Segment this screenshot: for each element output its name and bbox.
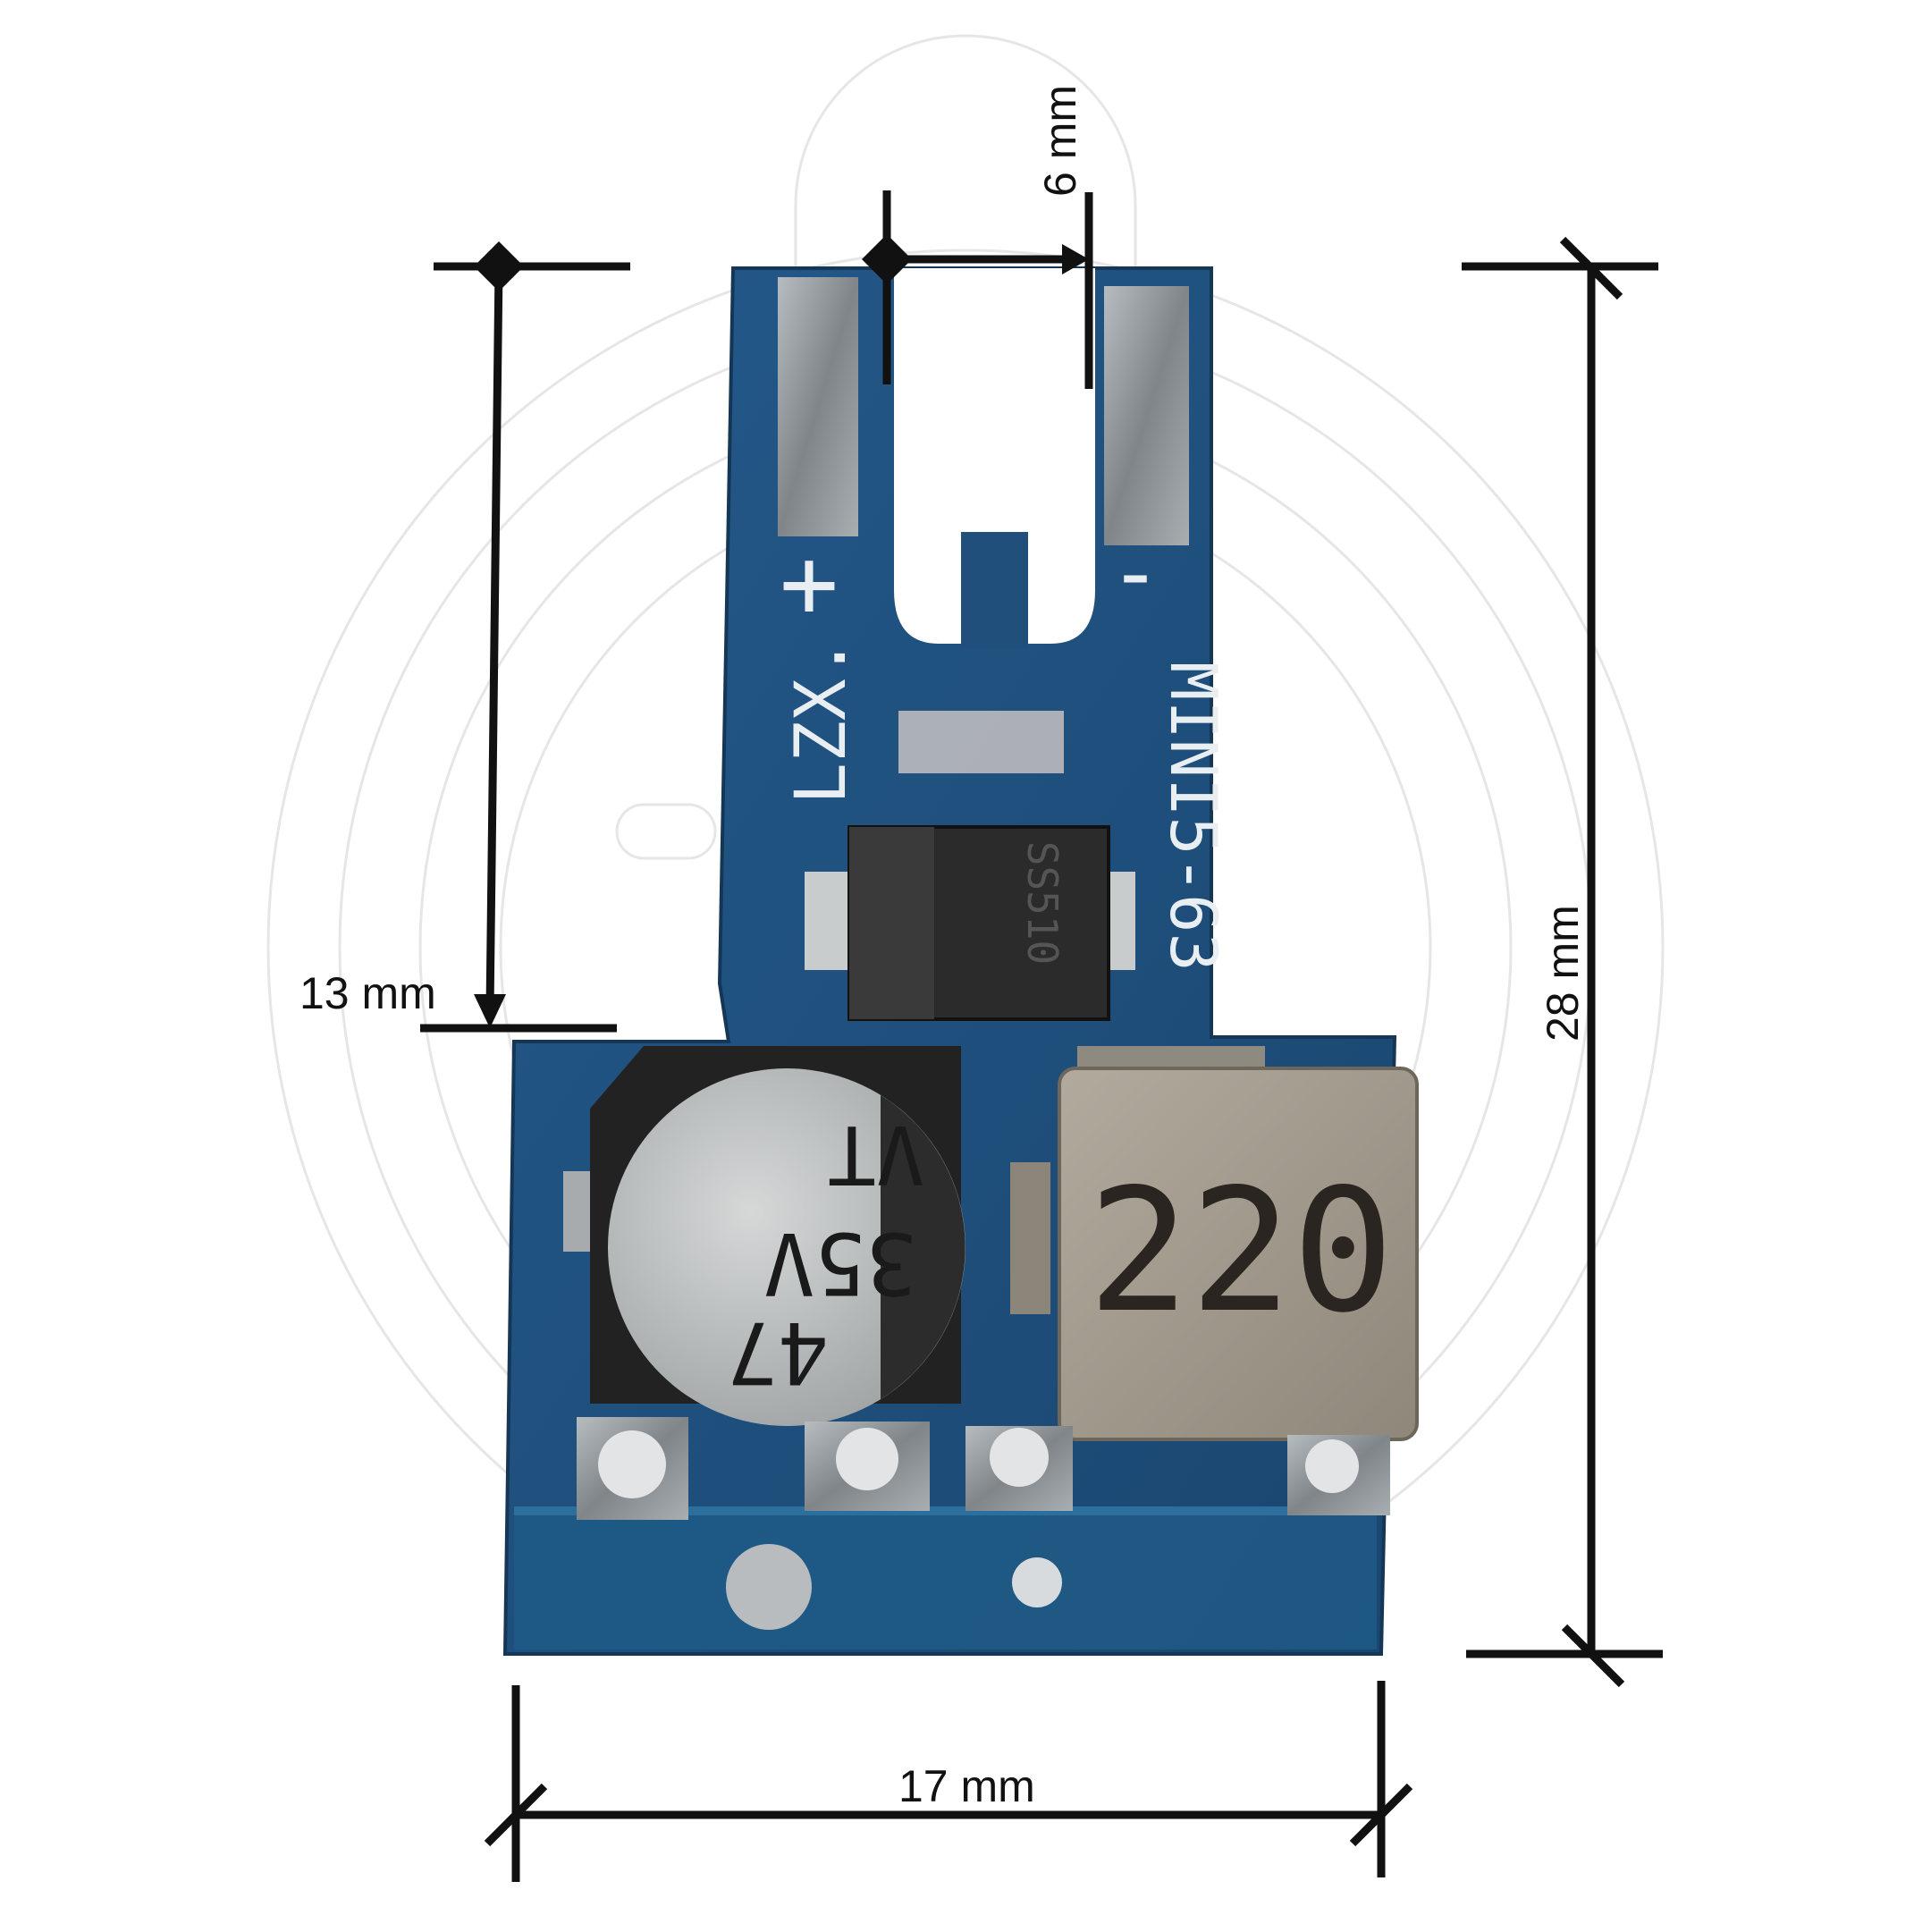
capacitor-series: VT	[828, 1107, 924, 1201]
plus-label: +	[780, 526, 839, 640]
minus-label: -	[1109, 520, 1162, 625]
dimension-height-left: 13 mm	[299, 968, 436, 1018]
capacitor-voltage: 35V	[763, 1213, 917, 1312]
output-pads	[577, 1417, 1390, 1630]
schottky-diode: SS510	[805, 711, 1135, 1021]
dimension-width-bottom: 17 mm	[898, 1761, 1035, 1811]
silk-label-left: LZX.	[781, 637, 862, 805]
dimension-annotations	[420, 190, 1663, 1882]
positive-terminal-pad	[778, 277, 858, 536]
dimension-height-right: 28 mm	[1538, 905, 1588, 1042]
negative-terminal-pad	[1104, 286, 1189, 545]
silk-label-right: MINI5-63	[1156, 662, 1231, 972]
power-inductor: 220	[1010, 1046, 1419, 1441]
capacitor-value: 47	[727, 1303, 829, 1401]
inductor-marking: 220	[1087, 1152, 1394, 1350]
diode-marking: SS510	[1018, 841, 1067, 965]
dimension-width-top: 6 mm	[1035, 85, 1085, 197]
input-terminals: + -	[778, 277, 1189, 640]
electrolytic-capacitor: 47 35V VT	[563, 1046, 966, 1426]
